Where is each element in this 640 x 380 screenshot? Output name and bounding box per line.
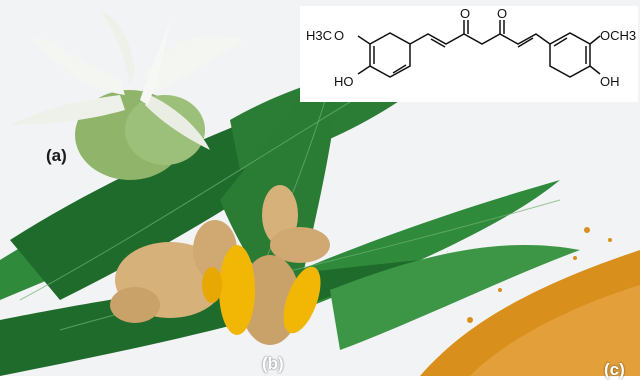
turmeric-flower [10,10,245,180]
turmeric-rhizomes [110,185,330,345]
methoxy-left-label: H3C [306,28,332,43]
flower-petal [100,10,135,85]
rhizome-cut-flesh [219,245,255,335]
curcumin-structure: O O H3C O OCH3 HO OH [300,6,638,102]
rhizome-cut-flesh [202,267,222,303]
turmeric-powder [420,227,640,376]
powder-pile-highlight [470,285,640,376]
flower-petal [30,35,125,95]
powder-speck [467,317,473,323]
powder-speck [498,288,502,292]
methoxy-right-label: OCH3 [600,28,636,43]
flower-petal [145,95,210,150]
carbonyl-o-left: O [460,6,470,21]
carbonyl-o-right: O [497,6,507,21]
left-benzene-ring [369,32,411,78]
flower-petal [140,20,170,105]
flower-bract-base-2 [125,95,205,165]
panel-label-a: (a) [46,146,67,165]
rhizome-piece [270,227,330,263]
methoxy-left-o: O [334,28,344,43]
powder-speck [573,256,577,260]
leaf-lower-right [330,244,580,350]
powder-speck [608,238,612,242]
right-benzene-ring [549,32,591,78]
powder-speck [584,227,590,233]
panel-label-b: (b) [262,354,284,373]
flower-petal [10,95,125,125]
rhizome-piece [110,287,160,323]
hydroxyl-right-label: OH [600,74,620,89]
rhizome-cut-flesh [283,266,321,334]
dienone-chain [409,33,551,45]
flower-petal [145,36,245,95]
hydroxyl-left-label: HO [334,74,354,89]
panel-label-c: (c) [604,360,625,379]
